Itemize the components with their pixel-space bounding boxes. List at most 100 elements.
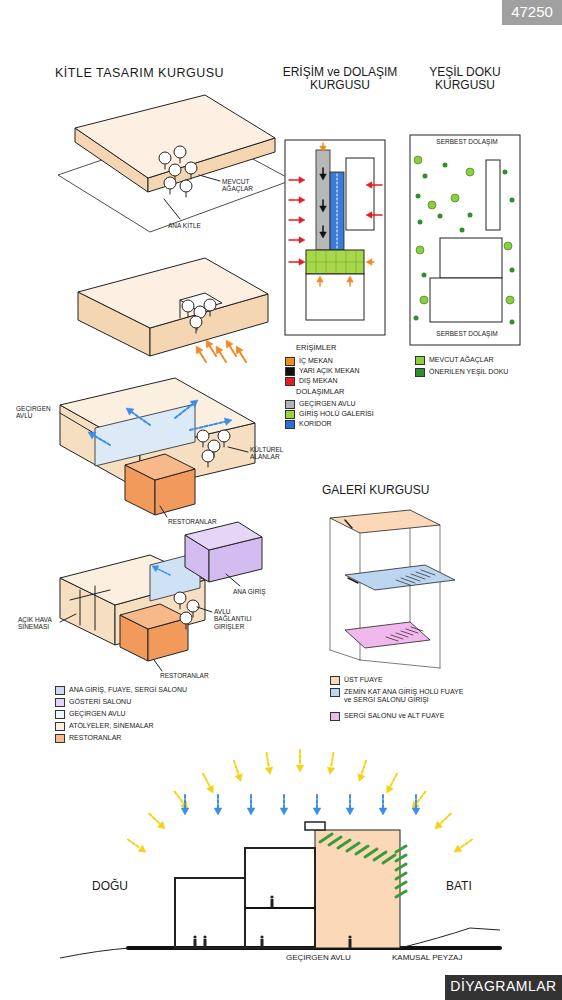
arrow-line [361, 761, 366, 775]
arrow-line [289, 239, 299, 241]
stair-line [396, 633, 408, 637]
louver [320, 834, 332, 842]
arrow-head [190, 400, 198, 407]
proposed-green [468, 213, 473, 218]
arrow-head [299, 217, 305, 224]
sketch-line [160, 506, 167, 517]
arrow-line [200, 352, 206, 362]
arrow-line [230, 346, 236, 356]
section-frame [175, 878, 245, 948]
sketch-line [226, 574, 240, 586]
tree-symbol [164, 177, 176, 189]
legend-swatch [285, 410, 295, 419]
direction-label: BATI [446, 880, 490, 893]
callout-label: RESTORANLAR [168, 518, 228, 525]
louver [374, 852, 386, 860]
arrow-head [347, 276, 354, 282]
arrow-head [320, 206, 327, 212]
arrow-line [390, 774, 397, 787]
arrow-line [240, 352, 246, 362]
landscape-line [400, 928, 500, 948]
sketch-line [60, 413, 92, 432]
section-heading: GALERİ KURGUSU [322, 484, 452, 497]
tree-symbol [180, 180, 192, 192]
section-heading: YEŞİL DOKU KURGUSU [415, 66, 515, 93]
legend-text: ANA GİRİŞ, FUAYE, SERGİ SALONU [69, 686, 187, 694]
arrow-head [126, 408, 134, 415]
arrow-line [319, 282, 321, 286]
plan-building [430, 278, 502, 322]
sketch-line [164, 199, 180, 219]
tree-symbol [202, 450, 214, 462]
legend-item: RESTORANLAR [55, 734, 235, 743]
legend-text: SERGİ SALONU ve ALT FUAYE [344, 712, 444, 720]
arrow-head [214, 808, 222, 815]
legend-swatch [285, 400, 295, 409]
proposed-green [422, 273, 427, 278]
arrow-line [322, 168, 324, 174]
stair-line [421, 570, 435, 575]
arrow-line [415, 795, 417, 808]
callout-label: GEÇİRGEN AVLU [16, 405, 58, 420]
arrow-line [184, 795, 186, 808]
arrow-line [289, 261, 299, 263]
legend-swatch [285, 367, 295, 376]
sketch-line [199, 175, 220, 181]
sketch-line [306, 262, 364, 263]
stair-line [406, 629, 418, 633]
arrow-line [331, 753, 333, 768]
legend-text: KORİDOR [299, 420, 332, 428]
sketch-line [345, 520, 352, 528]
tree-symbol [197, 430, 209, 442]
arrow-line [372, 261, 374, 263]
arrow-head [299, 237, 305, 244]
louver [396, 864, 406, 870]
sketch-line [440, 525, 441, 668]
legend-swatch [330, 688, 340, 697]
person-figure [260, 935, 263, 938]
legend-text: GÖSTERİ SALONU [69, 698, 131, 706]
callout-label: RESTORANLAR [160, 672, 220, 679]
arrow-head [299, 197, 305, 204]
louver [329, 837, 341, 845]
arrow-line [94, 436, 110, 445]
arrow-head [206, 340, 213, 348]
existing-tree [506, 296, 514, 304]
massing-top [120, 604, 188, 629]
arrow-head [379, 808, 387, 815]
person-figure [194, 939, 197, 948]
tree-symbol [182, 300, 194, 312]
arrow-head [299, 177, 305, 184]
legend-swatch [55, 734, 65, 743]
arrow-line [250, 795, 252, 808]
arrow-line [322, 226, 324, 232]
legend-swatch [285, 377, 295, 386]
legend-heading: ERİŞİMLER [296, 344, 376, 352]
legend-swatch [285, 420, 295, 429]
arrow-line [316, 795, 318, 808]
arrow-head [296, 765, 304, 772]
sketch-line [228, 447, 248, 452]
sketch-line [154, 660, 162, 671]
callout-label: MEVCUT AĞAÇLAR [222, 178, 270, 193]
proposed-green [414, 316, 419, 321]
arrow-head [224, 418, 232, 425]
stair-line [401, 631, 413, 635]
arrow-head [207, 785, 214, 793]
legend-item: GEÇİRGEN AVLU [285, 400, 395, 409]
section-frame [245, 848, 315, 948]
legend-item: ANA GİRİŞ, FUAYE, SERGİ SALONU [55, 686, 235, 695]
section-frame [305, 822, 325, 830]
tree-symbol [174, 592, 186, 604]
callout-label: AVLU BAĞLANTILI GİRİŞLER [214, 608, 266, 630]
arrow-head [157, 821, 165, 829]
legend-swatch [55, 710, 65, 719]
existing-tree [504, 242, 512, 250]
sketch-line [197, 607, 212, 612]
legend-swatch [330, 712, 340, 721]
arrow-head [196, 346, 203, 354]
arrow-head [216, 346, 223, 354]
person-figure [193, 935, 196, 938]
